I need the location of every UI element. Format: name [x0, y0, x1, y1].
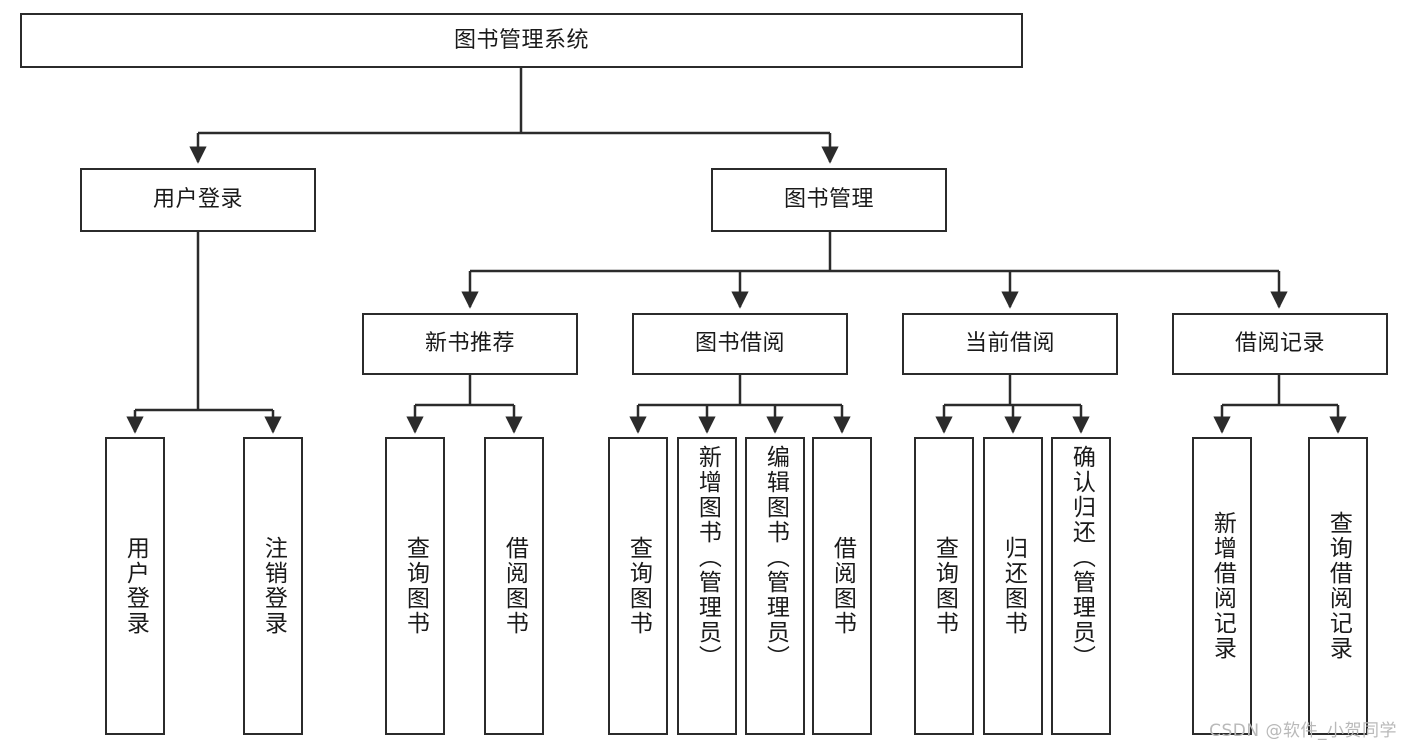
node-leaf-user-login[interactable]: 用户登录	[105, 437, 165, 735]
node-label: 查询图书	[931, 536, 958, 636]
node-user-login[interactable]: 用户登录	[80, 168, 316, 232]
node-leaf-add-book[interactable]: 新增图书（管理员）	[677, 437, 737, 735]
node-label: 确认归还（管理员）	[1068, 445, 1095, 670]
node-leaf-borrow-book[interactable]: 借阅图书	[812, 437, 872, 735]
node-label: 新增图书（管理员）	[694, 445, 721, 670]
node-label: 图书管理系统	[453, 27, 589, 53]
node-label: 编辑图书（管理员）	[762, 445, 789, 670]
node-label: 新书推荐	[424, 331, 515, 357]
node-label: 用户登录	[152, 187, 243, 213]
node-label: 注销登录	[260, 536, 287, 636]
node-label: 查询图书	[625, 536, 652, 636]
node-label: 图书借阅	[694, 331, 785, 357]
node-label: 借阅图书	[501, 536, 528, 636]
node-label: 查询图书	[402, 536, 429, 636]
node-leaf-query-borrow-record[interactable]: 查询借阅记录	[1308, 437, 1368, 735]
node-leaf-logout[interactable]: 注销登录	[243, 437, 303, 735]
node-book-manage[interactable]: 图书管理	[711, 168, 947, 232]
node-leaf-query-book-borrow[interactable]: 查询图书	[608, 437, 668, 735]
node-borrow-record[interactable]: 借阅记录	[1172, 313, 1388, 375]
node-leaf-edit-book[interactable]: 编辑图书（管理员）	[745, 437, 805, 735]
node-leaf-return-book[interactable]: 归还图书	[983, 437, 1043, 735]
node-label: 查询借阅记录	[1325, 511, 1352, 661]
node-book-borrow[interactable]: 图书借阅	[632, 313, 848, 375]
node-leaf-query-book-recommend[interactable]: 查询图书	[385, 437, 445, 735]
node-root-system[interactable]: 图书管理系统	[20, 13, 1023, 68]
node-new-book-recommend[interactable]: 新书推荐	[362, 313, 578, 375]
node-label: 当前借阅	[964, 331, 1055, 357]
node-leaf-query-book-current[interactable]: 查询图书	[914, 437, 974, 735]
node-current-borrow[interactable]: 当前借阅	[902, 313, 1118, 375]
node-leaf-add-borrow-record[interactable]: 新增借阅记录	[1192, 437, 1252, 735]
node-leaf-borrow-book-recommend[interactable]: 借阅图书	[484, 437, 544, 735]
node-label: 新增借阅记录	[1209, 511, 1236, 661]
node-label: 借阅图书	[829, 536, 856, 636]
node-label: 图书管理	[783, 187, 874, 213]
node-label: 借阅记录	[1234, 331, 1325, 357]
node-leaf-confirm-return[interactable]: 确认归还（管理员）	[1051, 437, 1111, 735]
node-label: 归还图书	[1000, 536, 1027, 636]
node-label: 用户登录	[122, 536, 149, 636]
